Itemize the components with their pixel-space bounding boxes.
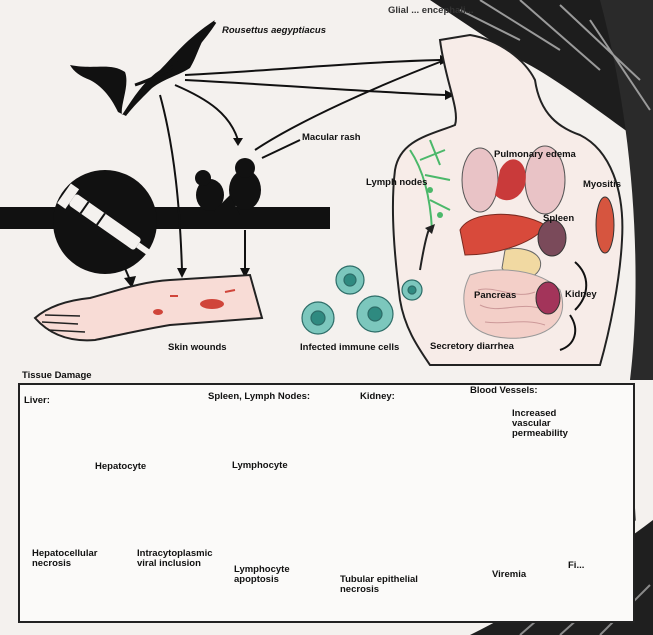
tissue-damage-heading: Tissue Damage	[22, 371, 92, 381]
bat-species-label: Rousettus aegyptiacus	[222, 26, 326, 36]
kidney-label: Kidney	[565, 290, 597, 300]
hepatocellular-necrosis-label: Hepatocellular necrosis	[32, 549, 102, 569]
permeability-label: Increased vascular permeability	[512, 409, 570, 439]
brain-label: Glial ... encephali...	[388, 6, 448, 16]
pancreas-label: Pancreas	[474, 291, 516, 301]
myositis-label: Myositis	[583, 180, 621, 190]
spleen-label: Spleen	[543, 214, 574, 224]
arm-icon	[35, 275, 262, 340]
black-bar	[0, 207, 330, 229]
fibrin-label: Fi...	[568, 561, 584, 571]
spleen-lymph-heading: Spleen, Lymph Nodes:	[208, 392, 310, 402]
lymphocyte-label: Lymphocyte	[232, 461, 288, 471]
syringe-icon	[53, 170, 157, 274]
liver-heading: Liver:	[24, 396, 50, 406]
intracytoplasmic-label: Intracytoplasmic viral inclusion	[137, 549, 227, 569]
pulmonary-edema-label: Pulmonary edema	[494, 150, 576, 160]
macular-rash-label: Macular rash	[302, 133, 361, 143]
bat-icon	[70, 20, 215, 116]
skin-wounds-label: Skin wounds	[168, 343, 227, 353]
viremia-label: Viremia	[492, 570, 526, 580]
blood-vessels-heading: Blood Vessels:	[470, 386, 538, 396]
primates-icon	[195, 158, 261, 215]
kidney-heading: Kidney:	[360, 392, 395, 402]
secretory-diarrhea-label: Secretory diarrhea	[430, 342, 514, 352]
lymphocyte-apoptosis-label: Lymphocyte apoptosis	[234, 565, 294, 585]
lymph-nodes-label: Lymph nodes	[366, 178, 427, 188]
tubular-necrosis-label: Tubular epithelial necrosis	[340, 575, 430, 595]
hepatocyte-label: Hepatocyte	[95, 462, 146, 472]
infected-immune-cells-label: Infected immune cells	[300, 343, 399, 353]
